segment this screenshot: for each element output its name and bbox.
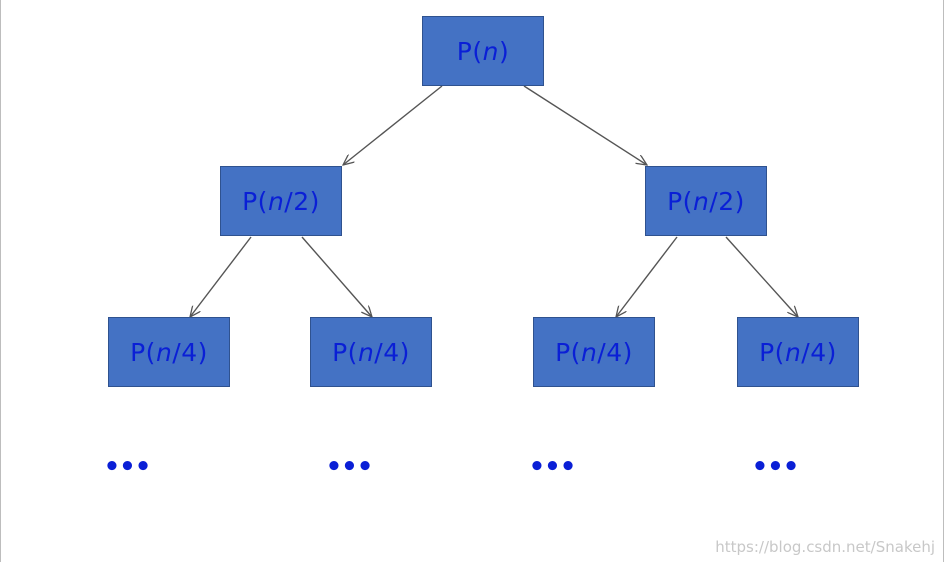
node-rl-prefix: P( (555, 337, 581, 367)
ellipsis-4: ••• (751, 452, 800, 482)
node-lr-var: n (357, 337, 375, 367)
node-rl-suffix: /4) (597, 337, 633, 367)
node-left-right: P(n/4) (310, 317, 432, 387)
edge-right-to-rr (725, 236, 798, 317)
node-right-left: P(n/4) (533, 317, 655, 387)
edge-root-to-right (523, 85, 647, 165)
node-right-prefix: P( (667, 186, 693, 216)
ellipsis-3: ••• (528, 452, 577, 482)
node-rr-suffix: /4) (801, 337, 837, 367)
node-root: P(n) (422, 16, 544, 86)
node-left-prefix: P( (242, 186, 268, 216)
node-lr-prefix: P( (332, 337, 358, 367)
edge-left-to-lr (301, 236, 372, 317)
node-right: P(n/2) (645, 166, 767, 236)
node-right-right: P(n/4) (737, 317, 859, 387)
node-left-left: P(n/4) (108, 317, 230, 387)
node-right-var: n (692, 186, 710, 216)
node-ll-prefix: P( (130, 337, 156, 367)
ellipsis-1: ••• (103, 452, 152, 482)
node-ll-suffix: /4) (172, 337, 208, 367)
node-root-suffix: ) (498, 36, 510, 66)
edge-right-to-rl (616, 236, 678, 317)
node-left: P(n/2) (220, 166, 342, 236)
edge-left-to-ll (190, 236, 252, 317)
node-root-var: n (482, 36, 499, 66)
node-rr-prefix: P( (759, 337, 785, 367)
node-right-suffix: /2) (709, 186, 745, 216)
node-lr-suffix: /4) (374, 337, 410, 367)
node-left-var: n (267, 186, 285, 216)
node-ll-var: n (155, 337, 173, 367)
node-rl-var: n (580, 337, 598, 367)
node-root-prefix: P( (456, 36, 483, 66)
node-left-suffix: /2) (284, 186, 320, 216)
watermark-text: https://blog.csdn.net/Snakehj (715, 538, 935, 556)
edge-root-to-left (343, 85, 443, 165)
ellipsis-2: ••• (325, 452, 374, 482)
node-rr-var: n (784, 337, 802, 367)
